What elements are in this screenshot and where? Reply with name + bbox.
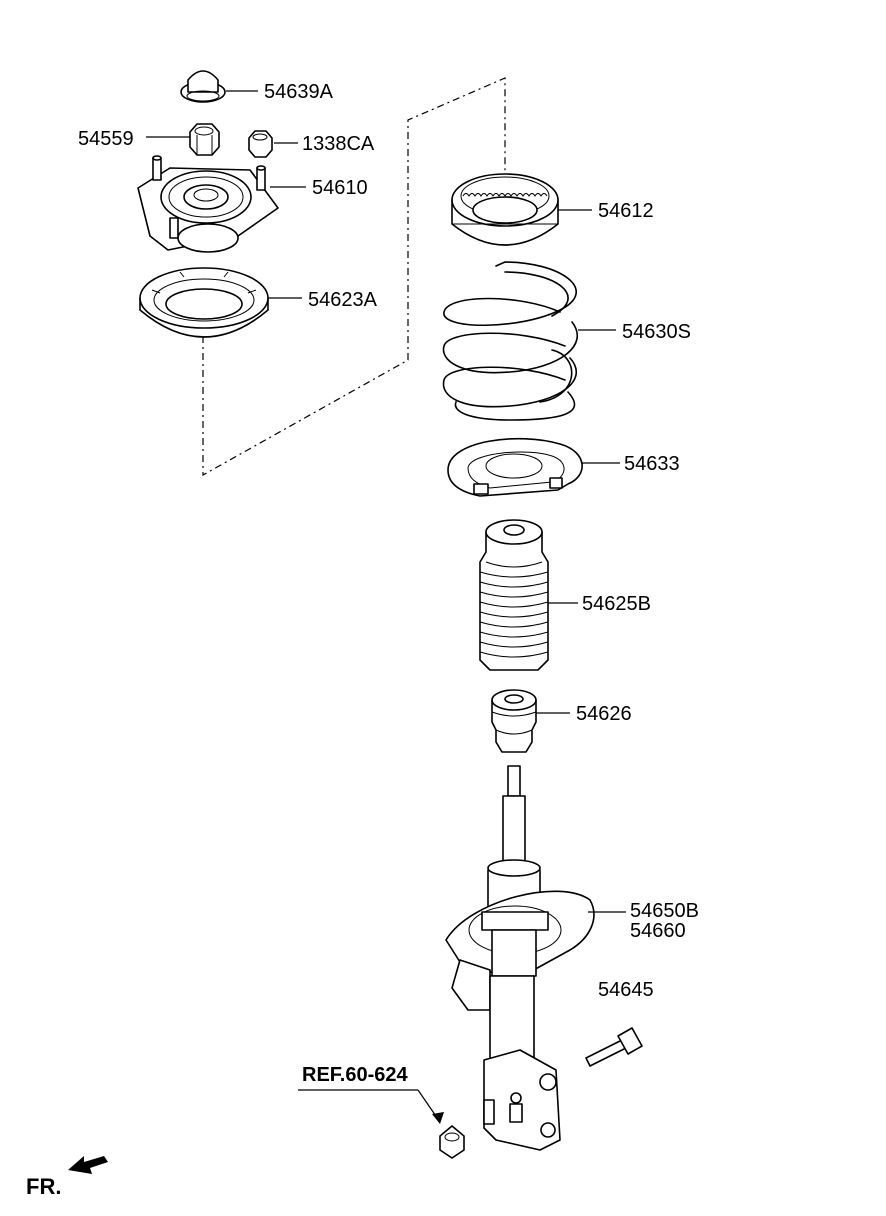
front-direction-label: FR. xyxy=(26,1174,62,1199)
part-number-54626: 54626 xyxy=(576,703,632,725)
bearing-54612 xyxy=(451,173,559,246)
part-number-54639A: 54639A xyxy=(264,81,333,103)
part-number-54660: 54660 xyxy=(630,920,686,942)
part-number-54645: 54645 xyxy=(598,979,654,1001)
part-number-1338CA: 1338CA xyxy=(302,133,375,155)
boot-54625B xyxy=(479,519,549,671)
mount-54610 xyxy=(137,155,279,253)
nut-1338CA xyxy=(248,130,273,158)
part-number-54623A: 54623A xyxy=(308,289,377,311)
nut-ref-60-624 xyxy=(439,1125,465,1159)
part-number-54610: 54610 xyxy=(312,177,368,199)
seat-54623A xyxy=(139,267,269,338)
part-number-54633: 54633 xyxy=(624,453,680,475)
cap-54639A xyxy=(180,70,226,103)
strut-assembly-54650B xyxy=(445,765,595,1151)
spring-54630S xyxy=(442,261,579,421)
part-number-54625B: 54625B xyxy=(582,593,651,615)
part-number-54559: 54559 xyxy=(78,128,134,150)
arrow-icon xyxy=(68,1156,108,1174)
pad-54633 xyxy=(447,437,583,497)
bumper-54626 xyxy=(491,689,537,753)
nut-54559 xyxy=(189,123,220,156)
part-number-54630S: 54630S xyxy=(622,321,691,343)
reference-label: REF.60-624 xyxy=(302,1064,408,1086)
part-number-54612: 54612 xyxy=(598,200,654,222)
bolt-54645 xyxy=(585,1027,643,1067)
assembly-dash-line xyxy=(202,77,506,477)
part-number-54650B: 54650B xyxy=(630,900,699,922)
